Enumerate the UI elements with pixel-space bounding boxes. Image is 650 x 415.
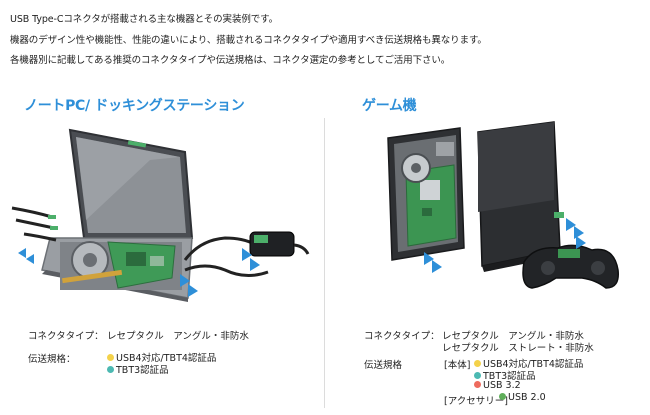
transfer-item: TBT3認証品 xyxy=(474,368,536,382)
transfer-item: TBT3認証品 xyxy=(107,362,169,376)
laptop-illustration xyxy=(11,128,310,302)
transfer-standard-label: 伝送規格 xyxy=(364,360,403,371)
connector-type-label: コネクタタイプ： xyxy=(364,331,440,342)
transfer-item-label: TBT3認証品 xyxy=(483,371,536,382)
transfer-item: USB4対応/TBT4認証品 xyxy=(107,350,216,364)
yellow-dot-icon xyxy=(474,360,481,367)
connector-type-value: レセプタクル アングル・非防水 xyxy=(107,331,249,342)
transfer-item: USB 2.0 xyxy=(499,392,546,403)
transfer-item-label: USB4対応/TBT4認証品 xyxy=(116,353,217,364)
transfer-item-label: USB4対応/TBT4認証品 xyxy=(483,359,584,370)
game-section-title: ゲーム機 xyxy=(362,98,417,114)
connector-type-label: コネクタタイプ： xyxy=(28,331,104,342)
game-console-illustration xyxy=(387,121,619,289)
connector-type-value: レセプタクル ストレート・非防水 xyxy=(442,343,594,354)
transfer-item: USB4対応/TBT4認証品 xyxy=(474,356,583,370)
green-dot-icon xyxy=(499,393,506,400)
main-unit-prefix: [本体] xyxy=(444,360,471,371)
intro-line: 各機器別に記載してある推奨のコネクタタイプや伝送規格は、コネクタ選定の参考として… xyxy=(10,55,451,66)
transfer-item-label: TBT3認証品 xyxy=(116,365,169,376)
transfer-item-label: USB 3.2 xyxy=(483,380,521,391)
transfer-standard-label: 伝送規格： xyxy=(28,354,76,365)
teal-dot-icon xyxy=(474,372,481,379)
section-divider xyxy=(324,118,325,408)
connector-type-value: レセプタクル アングル・非防水 xyxy=(442,331,584,342)
yellow-dot-icon xyxy=(107,354,114,361)
red-dot-icon xyxy=(474,381,481,388)
intro-text: USB Type-Cコネクタが搭載される主な機器とその実装例です。 機器のデザイ… xyxy=(10,10,487,72)
teal-dot-icon xyxy=(107,366,114,373)
laptop-section-title: ノートPC/ ドッキングステーション xyxy=(24,98,245,114)
transfer-item: USB 3.2 xyxy=(474,380,521,391)
intro-line: USB Type-Cコネクタが搭載される主な機器とその実装例です。 xyxy=(10,14,278,25)
accessory-prefix: [アクセサリー] xyxy=(444,396,508,407)
transfer-item-label: USB 2.0 xyxy=(508,392,546,403)
intro-line: 機器のデザイン性や機能性、性能の違いにより、搭載されるコネクタタイプや適用すべき… xyxy=(10,34,487,46)
